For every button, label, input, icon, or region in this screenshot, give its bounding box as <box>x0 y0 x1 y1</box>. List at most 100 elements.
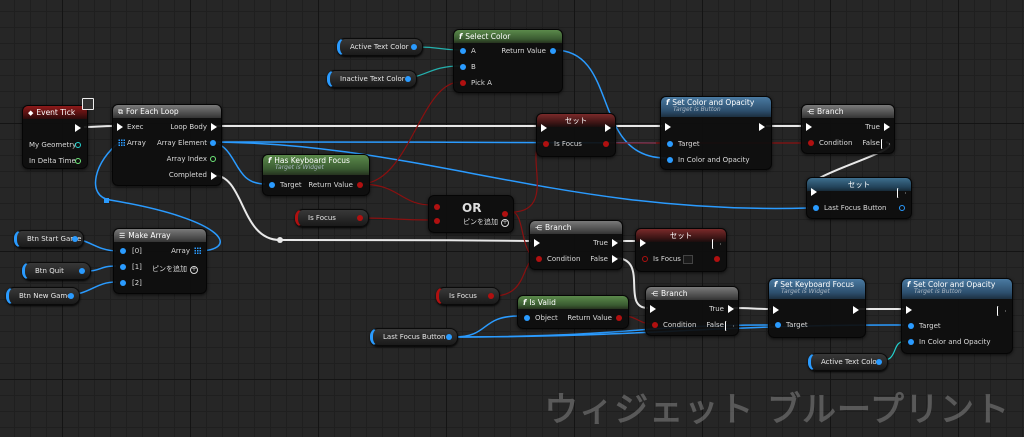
output-pin[interactable] <box>79 268 85 274</box>
for-each-loop-header[interactable]: ⧉For Each Loop <box>113 105 221 118</box>
loop-body-pin[interactable] <box>211 123 217 131</box>
last-focus-button-getter[interactable]: Last Focus Button <box>370 328 458 346</box>
set-header[interactable]: セット <box>636 229 726 242</box>
a-pin[interactable] <box>460 48 466 54</box>
exec-in-pin[interactable] <box>806 123 812 131</box>
last-focus-button-in-pin[interactable] <box>813 205 819 211</box>
branch-header[interactable]: ⋲Branch <box>530 221 622 234</box>
inactive-text-color-getter[interactable]: Inactive Text Color <box>327 70 417 88</box>
array-element-pin[interactable] <box>210 140 216 146</box>
active-text-color-getter[interactable]: Active Text Color <box>337 38 423 56</box>
set-header[interactable]: セット <box>807 178 911 191</box>
array-index-0-pin[interactable] <box>120 248 126 254</box>
false-pin[interactable] <box>612 255 618 263</box>
object-pin[interactable] <box>524 315 530 321</box>
array-index-2-pin[interactable] <box>120 280 126 286</box>
is-focus-in-pin[interactable] <box>642 256 648 262</box>
exec-out-pin[interactable] <box>759 123 765 131</box>
for-each-loop-node[interactable]: ⧉For Each Loop Exec Array Loop Body Arra… <box>112 104 222 186</box>
btn-quit-getter[interactable]: Btn Quit <box>22 262 91 280</box>
is-focus-getter[interactable]: Is Focus <box>295 209 369 227</box>
branch-header[interactable]: ⋲Branch <box>646 287 738 300</box>
array-out-pin[interactable] <box>194 247 201 254</box>
set-is-focus-node[interactable]: セット Is Focus <box>536 113 616 157</box>
exec-in-pin[interactable] <box>541 124 547 132</box>
exec-out-pin[interactable] <box>605 124 611 132</box>
branch-node-2[interactable]: ⋲Branch True Condition False <box>529 220 623 270</box>
in-delta-time-pin[interactable] <box>75 158 81 164</box>
exec-out-pin[interactable] <box>997 306 1006 316</box>
event-tick-header[interactable]: ◆Event Tick <box>23 106 87 119</box>
btn-start-game-getter[interactable]: Btn Start Game <box>14 230 84 248</box>
target-pin[interactable] <box>667 141 673 147</box>
set-last-focus-button-node[interactable]: セット Last Focus Button <box>806 177 912 219</box>
or-a-pin[interactable] <box>434 204 440 210</box>
true-pin[interactable] <box>612 239 618 247</box>
or-b-pin[interactable] <box>434 218 440 224</box>
condition-pin[interactable] <box>808 140 814 146</box>
return-value-pin[interactable] <box>550 48 556 54</box>
array-index-pin[interactable] <box>210 156 216 162</box>
b-pin[interactable] <box>460 64 466 70</box>
output-pin[interactable] <box>68 293 74 299</box>
output-pin[interactable] <box>488 293 494 299</box>
last-focus-button-out-pin[interactable] <box>899 205 905 211</box>
output-pin[interactable] <box>876 359 882 365</box>
in-color-pin[interactable] <box>908 339 914 345</box>
output-pin[interactable] <box>405 76 411 82</box>
exec-out-pin[interactable] <box>75 124 81 132</box>
target-pin[interactable] <box>775 322 781 328</box>
make-array-node[interactable]: ☰Make Array [0] [1] [2] Array ピンを追加+ <box>113 228 207 294</box>
branch-header[interactable]: ⋲Branch <box>802 105 894 118</box>
branch-node-3[interactable]: ⋲Branch True Condition False <box>645 286 739 336</box>
pick-a-pin[interactable] <box>460 80 466 86</box>
condition-pin[interactable] <box>536 256 542 262</box>
is-focus-out-pin[interactable] <box>603 141 609 147</box>
active-text-color-getter-2[interactable]: Active Text Color <box>808 353 888 371</box>
return-value-pin[interactable] <box>616 315 622 321</box>
true-pin[interactable] <box>884 123 890 131</box>
exec-in-pin[interactable] <box>906 306 912 314</box>
false-pin[interactable] <box>881 139 890 149</box>
or-out-pin[interactable] <box>502 211 508 217</box>
output-pin[interactable] <box>446 334 452 340</box>
array-index-1-pin[interactable] <box>120 264 126 270</box>
target-pin[interactable] <box>269 182 275 188</box>
return-value-pin[interactable] <box>357 182 363 188</box>
exec-in-pin[interactable] <box>640 239 646 247</box>
is-focus-in-pin[interactable] <box>543 141 549 147</box>
branch-node[interactable]: ⋲Branch True Condition False <box>801 104 895 154</box>
output-pin[interactable] <box>72 236 78 242</box>
or-node[interactable]: OR ピンを追加+ <box>428 195 514 233</box>
is-focus-getter-2[interactable]: Is Focus <box>436 287 500 305</box>
event-tick-node[interactable]: ◆Event Tick My Geometry In Delta Time <box>22 98 94 169</box>
set-is-focus-node-2[interactable]: セット Is Focus <box>635 228 727 272</box>
reroute-knot[interactable] <box>104 198 109 203</box>
exec-in-pin[interactable] <box>811 188 817 196</box>
is-focus-checkbox[interactable] <box>683 255 693 264</box>
exec-in-pin[interactable] <box>773 306 779 314</box>
set-header[interactable]: セット <box>537 114 615 127</box>
my-geometry-pin[interactable] <box>75 142 81 148</box>
exec-in-pin[interactable] <box>117 123 123 131</box>
completed-pin[interactable] <box>211 172 217 180</box>
is-focus-out-pin[interactable] <box>714 256 720 262</box>
output-pin[interactable] <box>411 44 417 50</box>
true-pin[interactable] <box>728 305 734 313</box>
target-pin[interactable] <box>908 323 914 329</box>
array-in-pin[interactable] <box>118 139 125 146</box>
condition-pin[interactable] <box>652 322 658 328</box>
